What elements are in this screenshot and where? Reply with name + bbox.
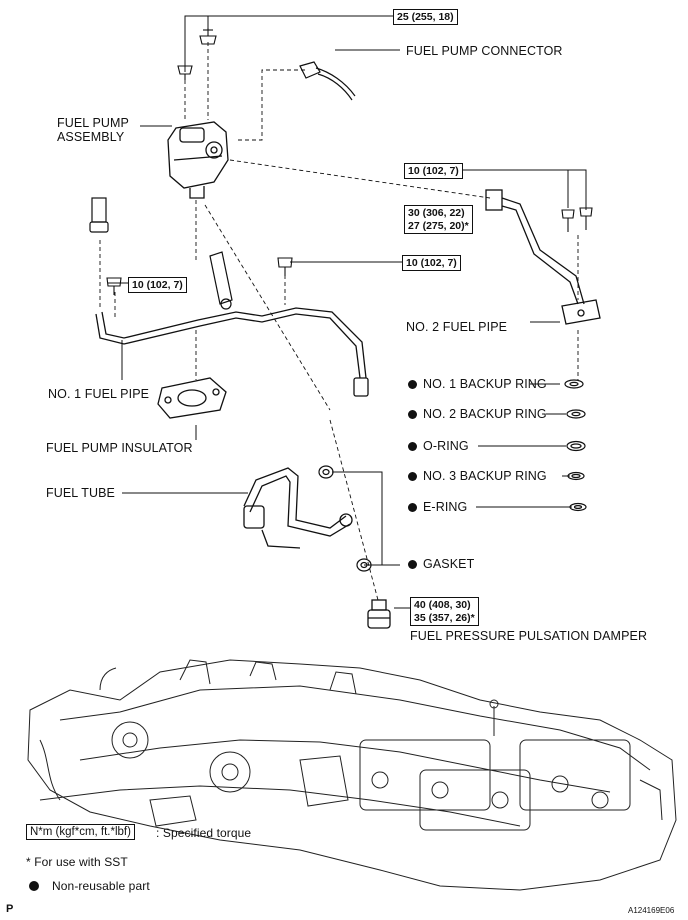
no3-backup-ring-icon — [567, 471, 585, 481]
assembly-dashed-lines — [99, 42, 579, 601]
fuel-pump-connector-icon — [299, 61, 356, 101]
engine-outline-icon — [27, 659, 677, 891]
no2-backup-ring-icon — [566, 409, 586, 419]
bolt-icon — [277, 257, 293, 276]
fuel-pressure-damper-icon — [367, 599, 391, 629]
bolt-icon — [177, 65, 193, 80]
e-ring-icon — [569, 502, 587, 512]
bolt-icons — [106, 28, 593, 295]
label-fuel-tube: FUEL TUBE — [46, 486, 115, 500]
label-gasket-text: GASKET — [423, 557, 475, 571]
non-reusable-dot-icon — [408, 442, 417, 451]
figure-id: A124169E06 — [628, 906, 675, 915]
no1-backup-ring-icon — [564, 379, 584, 389]
non-reusable-dot-icon — [29, 881, 39, 891]
ring-icons — [564, 379, 587, 512]
legend-torque-text: : Specified torque — [156, 826, 252, 840]
fuel-pump-insulator-icon — [157, 377, 227, 419]
label-fuel-pump-insulator: FUEL PUMP INSULATOR — [46, 441, 193, 455]
torque-spec-clamp-bolt: 10 (102, 7) — [402, 255, 461, 271]
bolt-icon — [579, 207, 593, 230]
non-reusable-dot-icon — [408, 410, 417, 419]
torque-spec-no2-nut-standard: 30 (306, 22) — [408, 207, 465, 219]
page-mark: P — [6, 903, 14, 915]
label-e-ring: E-RING — [408, 500, 467, 514]
label-fuel-pressure-pulsation-damper: FUEL PRESSURE PULSATION DAMPER — [410, 629, 648, 643]
torque-spec-no2-nut: 30 (306, 22) 27 (275, 20)* — [404, 205, 473, 234]
parts-list-item: NO. 2 BACKUP RING — [423, 407, 547, 421]
non-reusable-dot-icon — [408, 472, 417, 481]
legend-sst-note: * For use with SST — [26, 855, 128, 869]
leader-lines — [108, 15, 587, 609]
label-fuel-pump-connector: FUEL PUMP CONNECTOR — [406, 44, 563, 58]
torque-spec-no2-nut-sst: 27 (275, 20)* — [408, 219, 469, 232]
bolt-icon — [561, 209, 575, 232]
gasket-icon — [318, 465, 372, 572]
no1-fuel-pipe-icon — [95, 307, 369, 397]
non-reusable-dot-icon — [408, 503, 417, 512]
parts-list-item: NO. 3 BACKUP RING — [423, 469, 547, 483]
fuel-injector-icon — [89, 197, 109, 233]
torque-spec-top: 25 (255, 18) — [393, 9, 458, 25]
pump-lifter-icon — [209, 251, 233, 310]
o-ring-icon — [566, 440, 586, 452]
torque-spec-no1-pipe-bolt: 10 (102, 7) — [128, 277, 187, 293]
label-no2-fuel-pipe: NO. 2 FUEL PIPE — [406, 320, 508, 334]
fuel-tube-icon — [243, 467, 353, 549]
legend-non-reusable: Non-reusable part — [52, 879, 150, 893]
torque-spec-damper-standard: 40 (408, 30) — [414, 599, 471, 611]
label-fuel-pump-assembly-line1: FUEL PUMP — [57, 116, 129, 130]
parts-list-item: NO. 1 BACKUP RING — [423, 377, 547, 391]
fuel-pump-assembly-icon — [167, 121, 229, 199]
parts-list-item: E-RING — [423, 500, 468, 514]
torque-spec-pipe-bolts: 10 (102, 7) — [404, 163, 463, 179]
no2-fuel-pipe-icon — [485, 189, 601, 325]
torque-spec-damper: 40 (408, 30) 35 (357, 26)* — [410, 597, 479, 626]
non-reusable-dot-icon — [408, 560, 417, 569]
label-no1-fuel-pipe: NO. 1 FUEL PIPE — [48, 387, 150, 401]
label-o-ring: O-RING — [408, 439, 469, 453]
legend-torque-box: N*m (kgf*cm, ft.*lbf) — [26, 824, 135, 840]
label-no3-backup-ring: NO. 3 BACKUP RING — [408, 469, 547, 483]
non-reusable-dot-icon — [408, 380, 417, 389]
torque-spec-damper-sst: 35 (357, 26)* — [414, 611, 475, 624]
bolt-icon — [199, 28, 217, 45]
label-fuel-pump-assembly-line2: ASSEMBLY — [57, 130, 125, 144]
label-no2-backup-ring: NO. 2 BACKUP RING — [408, 407, 547, 421]
label-gasket: GASKET — [408, 557, 474, 571]
parts-list-item: O-RING — [423, 439, 469, 453]
label-no1-backup-ring: NO. 1 BACKUP RING — [408, 377, 547, 391]
bolt-icon — [106, 277, 122, 295]
